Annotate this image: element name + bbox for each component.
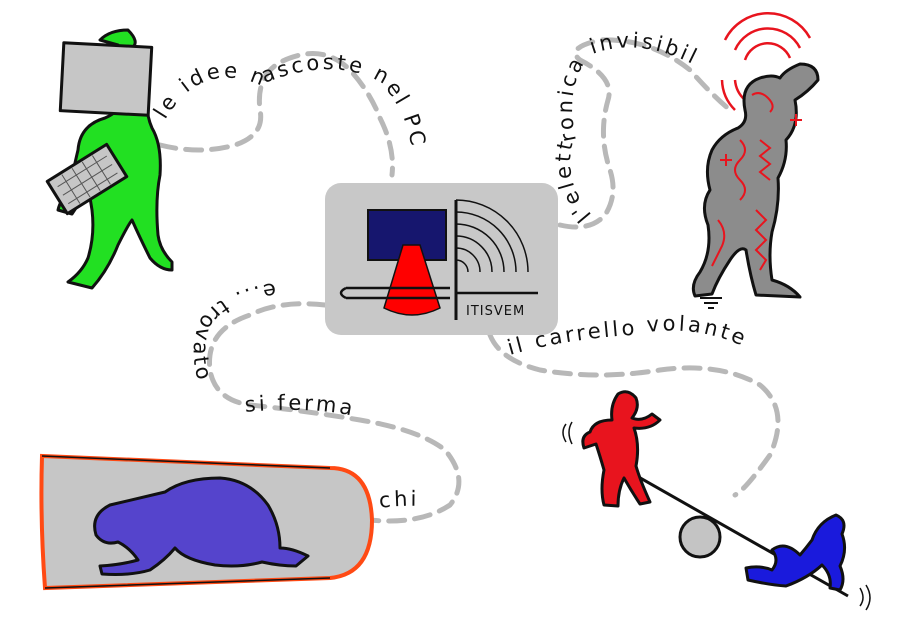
keyboard-icon [45,142,129,216]
electronics-man-icon [691,12,820,309]
monitor-box-icon [58,41,154,117]
wave-arcs-icon [455,199,529,273]
seesaw-icon [562,390,871,611]
phrase-trovato: e... trovato [188,278,278,385]
blue-man-icon [744,513,847,592]
motion-lines-icon [562,421,871,611]
crawling-man-icon [93,476,310,576]
circuit-lines-icon [711,92,802,271]
seesaw-pivot-icon [678,515,722,559]
green-man-icon [45,28,174,290]
cart-rail-icon [339,286,450,300]
phrase-idee: le idee nascoste nel PC [149,50,431,150]
phrase-chi: chi [378,487,420,513]
phrase-ferma: si ferma [244,391,358,421]
itisvem-logo[interactable]: ITISVEM [325,183,558,335]
dashed-connectors [157,37,781,524]
tube-icon [39,453,375,591]
red-man-icon [581,390,662,508]
logo-label: ITISVEM [466,304,525,319]
